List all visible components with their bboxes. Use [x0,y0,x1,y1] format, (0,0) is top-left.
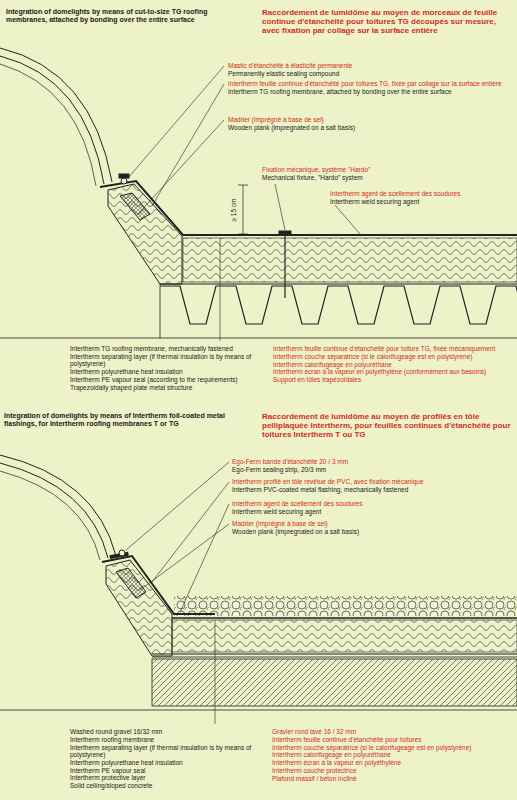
callout-label: Intertherm weld securing agent [330,198,515,205]
gravel-layer [174,596,517,616]
roofing-membrane [100,181,517,235]
wooden-plank [116,568,146,598]
mechanical-fixture [284,232,285,298]
callout-label: Madrier (imprégné à base de sel) [232,520,512,527]
bolt [119,550,125,556]
heading: Integration of domelights by means of In… [4,412,254,428]
trapezoidal-deck [160,286,517,324]
vapour-seal [152,654,517,655]
callout-label: Intertherm weld securing agent [232,508,512,515]
fixture-washer [279,231,291,234]
callout-label: Wooden plank (impregnated on a salt basi… [232,528,512,535]
callout-label: Permanently elastic sealing compound [228,70,513,77]
lower-detail [0,455,517,724]
section-line [160,284,161,338]
callout-label: Intertherm feuille continue d'étanchéité… [228,80,513,87]
callout-label: Wooden plank (impregnated on a salt basi… [228,124,513,131]
drawing-line [138,120,224,214]
dome-shell [0,463,108,558]
callout-label: Mechanical fixture, "Hardo" system [262,174,512,181]
callout-label: Intertherm profilé en tôle revêtue de PV… [232,478,512,485]
legend-text: Intertherm PE vapour seal (according to … [70,376,260,383]
drawing-line [220,238,221,341]
legend-text: Intertherm polyurethane heat insulation [70,368,260,375]
dome-shell [0,64,96,186]
heading: Raccordement de lumidôme au moyen de pro… [262,412,512,440]
callout-label: Ego-Ferm sealing strip, 20/3 mm [232,466,512,473]
callout-label: Intertherm agent de scellement des soudu… [330,190,515,197]
legend-text: Trapezoidally shaped plate metal structu… [70,384,260,391]
legend-text: Intertherm feuille continue d'étanchéité… [273,345,513,352]
drawing-line [140,524,229,590]
drawing-line [275,184,285,230]
bolt [121,178,127,184]
callout-label: Ego-Ferm bande d'étanchéité 20 / 3 mm [232,458,512,465]
legend-text: Intertherm couche protectrice [272,767,512,774]
legend-text: Intertherm separating layer (if thermal … [70,353,260,368]
legend-text: Support en tôles trapézoïdales [273,376,513,383]
callout-label: Intertherm TG roofing membrane, attached… [228,88,513,95]
legend-text: Plafond massif / béton incliné [272,775,512,782]
dimension-line [243,185,244,234]
dimension-tick [238,234,248,235]
callout-label: Fixation mécanique, système "Hardo" [262,166,512,173]
leader-lines [126,462,229,724]
dome-shell [0,56,104,184]
drawing-line [180,504,229,612]
drawing-line [152,84,224,206]
legend-text: Intertherm polyurethane heat insulation [70,759,255,766]
legend-text: Intertherm roofing membrane [70,736,255,743]
legend-text: Intertherm protective layer [70,774,255,781]
roof-insulation [183,238,517,282]
drawing-line [126,462,229,550]
roofing-membrane [172,617,517,619]
legend-text: Intertherm separating layer (if thermal … [70,744,255,759]
heading: Integration of domelights by means of cu… [6,8,214,24]
legend-text: Intertherm feuille continue d'étanchéité… [272,736,512,743]
legend-text: Intertherm TG roofing membrane, mechanic… [70,345,260,352]
legend-text: Intertherm couche séparatrice (si le cal… [273,353,513,360]
drawing-line [335,205,360,234]
upper-detail [0,48,517,341]
legend-text: Intertherm couche séparatrice (si le cal… [272,744,512,751]
drawing-line [215,620,216,724]
callout-label: Intertherm PVC-coated metal flashing, me… [232,486,512,493]
legend-text: Intertherm écran à la vapeur en polyéthy… [273,368,513,375]
drawing-line [152,482,229,582]
heading: Raccordement de lumidôme au moyen de mor… [262,8,512,36]
vapour-seal [160,283,517,284]
dome-shell [0,471,100,560]
curb-insulation [106,560,172,656]
legend-text: Solid ceiling/sloped concrete [70,782,255,789]
wooden-plank [120,193,150,220]
pvc-flashing [102,556,215,614]
dome-shell [0,48,112,182]
section-line [0,710,517,711]
section-line [0,338,517,339]
roof-insulation [172,620,517,652]
drawing-line [128,66,224,178]
concrete-slab [152,659,517,706]
callout-label: Madrier (imprégné à base de sel) [228,116,513,123]
protective-layer [152,657,517,658]
callout-label: Intertherm agent de scellement des soudu… [232,500,512,507]
bolt-nut [119,174,129,178]
legend-text: Intertherm calorifugeage en polyuréthane [272,751,512,758]
legend-text: Intertherm écran à la vapeur en polyéthy… [272,759,512,766]
dome-shell [0,455,116,556]
legend-text: Intertherm PE vapour seal [70,767,255,774]
legend-text: Gravier rond lavé 16 / 32 mm [272,728,512,735]
legend-text: Washed round gravel 16/32 mm [70,728,255,735]
dimension-label: ≥ 15 cm [230,198,237,221]
dimension-tick [238,185,248,186]
legend-text: Intertherm calorifugeage en polyuréthane [273,361,513,368]
leader-lines [128,66,360,341]
callout-label: Mastic d'étanchéité à élasticité permane… [228,62,513,69]
curb-insulation [108,184,182,284]
